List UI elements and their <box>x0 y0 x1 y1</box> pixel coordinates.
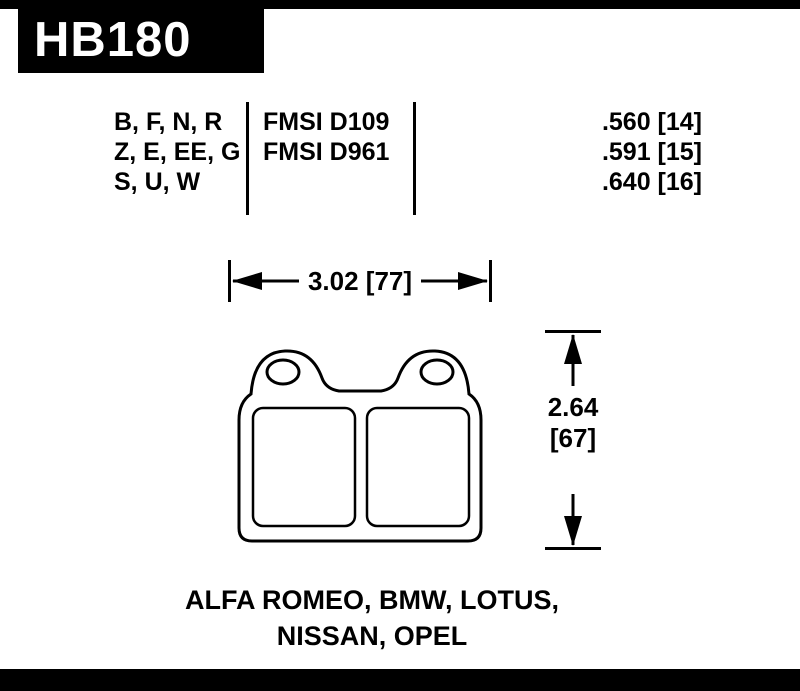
pad-friction-left-half <box>251 406 357 528</box>
fmsi-column: FMSI D109 FMSI D961 <box>263 107 408 167</box>
table-divider-right <box>413 102 416 215</box>
pad-friction-right-half <box>365 406 471 528</box>
thickness-row: .640 [16] <box>601 168 702 196</box>
compound-codes-row: S, U, W <box>114 168 201 196</box>
compound-codes-row: B, F, N, R <box>114 108 223 136</box>
height-dimension-value: 2.64 <box>547 392 599 422</box>
height-dimension-label: 2.64 [67] <box>538 392 608 454</box>
width-dimension-label: 3.02 [77] <box>307 266 413 296</box>
table-divider-left <box>246 102 249 215</box>
applications-line-1: ALFA ROMEO, BMW, LOTUS, <box>185 585 559 615</box>
applications-line-2: NISSAN, OPEL <box>276 621 468 651</box>
height-dimension-metric: [67] <box>549 423 597 453</box>
height-dimension-graphic <box>545 330 601 550</box>
thickness-row: .591 [15] <box>601 138 702 166</box>
top-black-bar <box>0 0 800 9</box>
height-dim-arrow-down-icon <box>564 516 582 546</box>
compound-codes-row: Z, E, EE, G <box>114 138 241 166</box>
part-number-text: HB180 <box>34 13 192 67</box>
pad-outer-outline <box>237 349 483 543</box>
pad-left-abutment-hole <box>265 358 301 386</box>
thickness-column: .560 [14] .591 [15] .640 [16] <box>480 107 702 197</box>
thickness-row: .560 [14] <box>601 108 702 136</box>
width-dim-arrow-left-icon <box>232 272 262 290</box>
width-dimension-graphic <box>228 260 492 302</box>
brake-pad-drawing <box>237 349 483 543</box>
height-dim-arrow-up-icon <box>564 334 582 364</box>
width-dim-arrow-right-icon <box>458 272 488 290</box>
vehicle-applications: ALFA ROMEO, BMW, LOTUS, NISSAN, OPEL <box>22 582 722 654</box>
bottom-black-bar <box>0 669 800 691</box>
part-number-badge: HB180 <box>18 8 264 73</box>
pad-right-abutment-hole <box>419 358 455 386</box>
compound-codes-column: B, F, N, R Z, E, EE, G S, U, W <box>114 107 241 197</box>
fmsi-row: FMSI D961 <box>263 138 390 166</box>
fmsi-row: FMSI D109 <box>263 108 390 136</box>
